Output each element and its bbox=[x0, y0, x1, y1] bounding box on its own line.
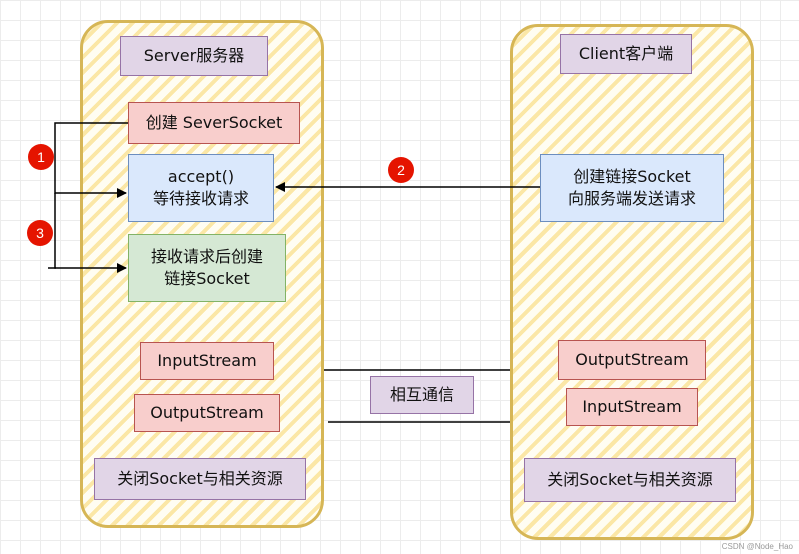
step3-connector bbox=[54, 193, 127, 273]
server-receive: 接收请求后创建 链接Socket bbox=[128, 234, 286, 302]
step1-connector bbox=[54, 122, 128, 198]
client-output-stream: OutputStream bbox=[558, 340, 706, 380]
client-panel bbox=[510, 24, 754, 540]
client-create-socket-line-2: 向服务端发送请求 bbox=[567, 189, 696, 208]
client-create-socket-line-1: 创建链接Socket bbox=[573, 167, 691, 186]
server-title: Server服务器 bbox=[120, 36, 268, 76]
server-output-stream: OutputStream bbox=[134, 394, 280, 432]
client-close: 关闭Socket与相关资源 bbox=[524, 458, 736, 502]
server-input-stream: InputStream bbox=[140, 342, 274, 380]
server-close: 关闭Socket与相关资源 bbox=[94, 458, 306, 500]
step-badge-2: 2 bbox=[388, 157, 414, 183]
step-badge-3: 3 bbox=[27, 220, 53, 246]
server-receive-line-1: 接收请求后创建 bbox=[150, 247, 263, 266]
client-create-socket: 创建链接Socket 向服务端发送请求 bbox=[540, 154, 724, 222]
communication-label: 相互通信 bbox=[370, 376, 474, 414]
watermark: CSDN @Node_Hao bbox=[721, 542, 793, 551]
client-title: Client客户端 bbox=[560, 34, 692, 74]
client-input-stream: InputStream bbox=[566, 388, 698, 426]
server-accept: accept() 等待接收请求 bbox=[128, 154, 274, 222]
server-receive-line-2: 链接Socket bbox=[164, 269, 250, 288]
server-create-socket: 创建 SeverSocket bbox=[128, 102, 300, 144]
step-badge-1: 1 bbox=[28, 144, 54, 170]
server-accept-line-1: accept() bbox=[167, 167, 235, 186]
server-accept-line-2: 等待接收请求 bbox=[152, 189, 249, 208]
